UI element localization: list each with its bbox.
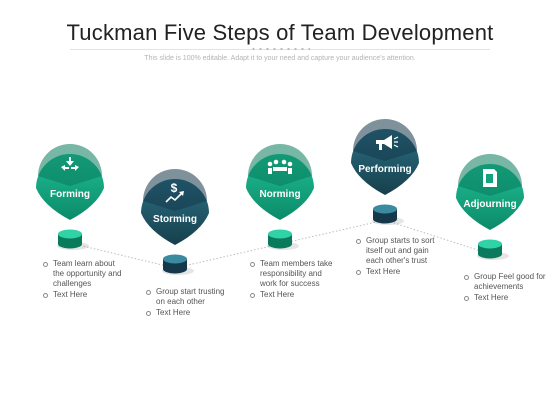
stage-base-pedestal — [58, 229, 82, 249]
stage-base-pedestal — [163, 254, 187, 274]
stage-label: Adjourning — [463, 199, 516, 210]
stage-label: Forming — [50, 189, 90, 200]
slide-title: Tuckman Five Steps of Team Development — [66, 20, 494, 45]
stage-marker-5: Adjourning — [456, 154, 524, 260]
meeting-table-icon — [267, 159, 293, 174]
bullet-item: Group Feel good for achievements — [463, 272, 547, 292]
stage-marker-4: Performing — [351, 119, 419, 225]
bullet-item: Text Here — [355, 267, 447, 277]
bullet-item: Text Here — [42, 290, 128, 300]
stage-label: Storming — [153, 214, 197, 225]
svg-text:$: $ — [171, 181, 178, 195]
stage-label: Performing — [358, 164, 411, 175]
stage-cap — [248, 144, 312, 186]
stage-marker-1: Forming — [36, 144, 104, 250]
stage-1-bullets: Team learn about the opportunity and cha… — [42, 259, 128, 301]
dollar-growth-icon: $ — [165, 181, 184, 203]
stage-marker-3: Norming — [246, 144, 314, 250]
bullet-item: Team members take responsibility and wor… — [249, 259, 339, 289]
stage-2-bullets: Group start trusting on each other Text … — [145, 287, 231, 319]
stage-label: Norming — [259, 189, 300, 200]
bullet-item: Text Here — [463, 293, 547, 303]
bullet-item: Text Here — [249, 290, 339, 300]
stage-marker-2: $ Storming — [141, 169, 209, 275]
document-icon — [483, 169, 497, 187]
stage-base-pedestal — [268, 229, 292, 249]
bullet-item: Text Here — [145, 308, 231, 318]
stage-base-pedestal — [478, 239, 502, 259]
title-dots-divider — [250, 47, 310, 51]
stage-3-bullets: Team members take responsibility and wor… — [249, 259, 339, 301]
slide-subtitle: This slide is 100% editable. Adapt it to… — [144, 55, 416, 62]
stage-base-pedestal — [373, 204, 397, 224]
arrows-converge-icon — [61, 157, 79, 171]
bullet-item: Team learn about the opportunity and cha… — [42, 259, 128, 289]
stage-4-bullets: Group starts to sort itself out and gain… — [355, 236, 447, 278]
bullet-item: Group starts to sort itself out and gain… — [355, 236, 447, 266]
megaphone-icon — [376, 135, 399, 150]
stage-cap — [143, 169, 207, 211]
bullet-item: Group start trusting on each other — [145, 287, 231, 307]
stage-5-bullets: Group Feel good for achievements Text He… — [463, 272, 547, 304]
